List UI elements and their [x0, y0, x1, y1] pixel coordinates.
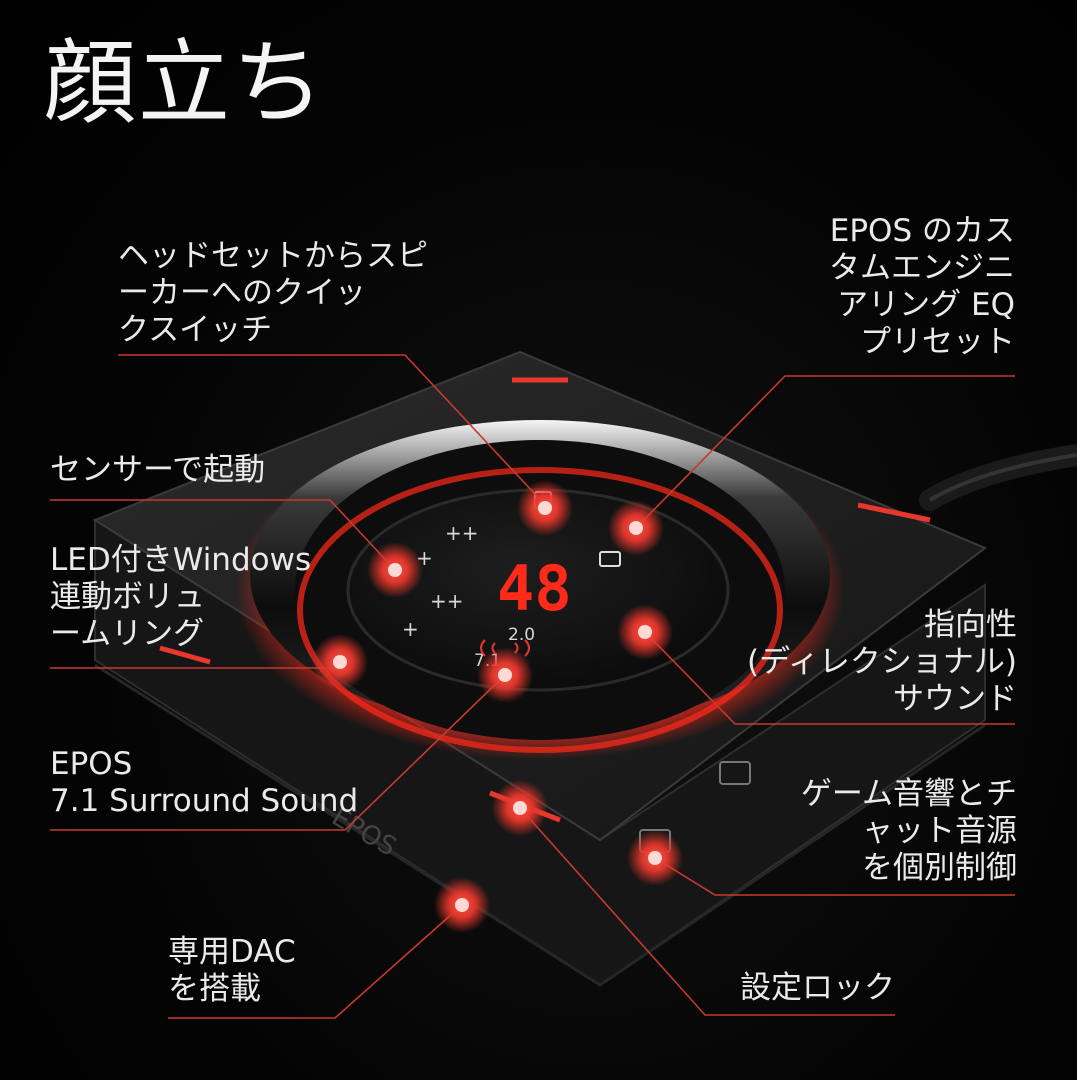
- callout-sensor-wake: センサーで起動: [50, 452, 265, 489]
- callout-line: 連動ボリュ: [50, 579, 205, 615]
- leader-sensor: [50, 499, 396, 571]
- usb-cable: [919, 444, 1077, 511]
- callout-directional: 指向性 (ディレクショナル) サウンド: [747, 607, 1017, 718]
- callout-line: ヘッドセットからスピ: [118, 238, 428, 274]
- callout-line: EPOS: [50, 746, 133, 782]
- callout-lock: 設定ロック: [740, 970, 895, 1007]
- callout-line: 指向性: [924, 607, 1017, 643]
- callout-line: ゲーム音響とチ: [800, 776, 1017, 812]
- callout-line: プリセット: [860, 324, 1015, 360]
- callout-line: タムエンジニ: [829, 250, 1015, 286]
- surround-icon: [480, 639, 530, 657]
- callout-line: を搭載: [168, 971, 261, 1007]
- mode-2-0-label: 2.0: [508, 625, 535, 645]
- callout-line: ャット音源: [862, 813, 1017, 849]
- callout-line: アリング EQ: [837, 287, 1015, 323]
- eq-plus-mid: ++: [430, 589, 464, 613]
- leader-dac: [168, 904, 463, 1019]
- hotspots: [312, 480, 683, 933]
- callout-surround: EPOS 7.1 Surround Sound: [50, 746, 358, 820]
- leader-eq: [635, 375, 1015, 529]
- callout-line: ーカーへのクイッ: [118, 275, 366, 311]
- callout-game-chat: ゲーム音響とチ ャット音源 を個別制御: [801, 776, 1017, 887]
- callout-quick-switch: ヘッドセットからスピ ーカーへのクイッ クスイッチ: [118, 238, 428, 349]
- eq-plus-top: ++: [445, 521, 479, 545]
- callout-line: サウンド: [893, 681, 1017, 717]
- eq-preset-icon: [599, 551, 621, 567]
- leader-quick-switch: [118, 354, 549, 509]
- callout-line: 7.1 Surround Sound: [50, 783, 359, 819]
- callout-line: ームリング: [50, 616, 205, 652]
- callout-volume-ring: LED付きWindows 連動ボリュ ームリング: [50, 542, 311, 653]
- leader-surround: [50, 674, 506, 831]
- callout-line: EPOS のカス: [829, 213, 1015, 249]
- callout-line: 専用DAC: [168, 934, 296, 970]
- leader-directional: [644, 631, 1015, 725]
- callout-line: クスイッチ: [118, 312, 273, 348]
- page-title: 顔立ち: [44, 30, 327, 137]
- callout-line: センサーで起動: [50, 452, 266, 488]
- callout-eq-presets: EPOS のカス タムエンジニ アリング EQ プリセット: [829, 213, 1015, 361]
- callout-line: (ディレクショナル): [746, 644, 1017, 680]
- callout-line: 設定ロック: [740, 970, 895, 1006]
- callout-dac: 専用DAC を搭載: [168, 934, 296, 1008]
- volume-display: 48: [497, 552, 572, 625]
- plus-b: +: [402, 617, 419, 641]
- callout-line: LED付きWindows: [50, 542, 312, 578]
- leader-lock: [519, 807, 895, 1016]
- callout-line: を個別制御: [862, 850, 1017, 886]
